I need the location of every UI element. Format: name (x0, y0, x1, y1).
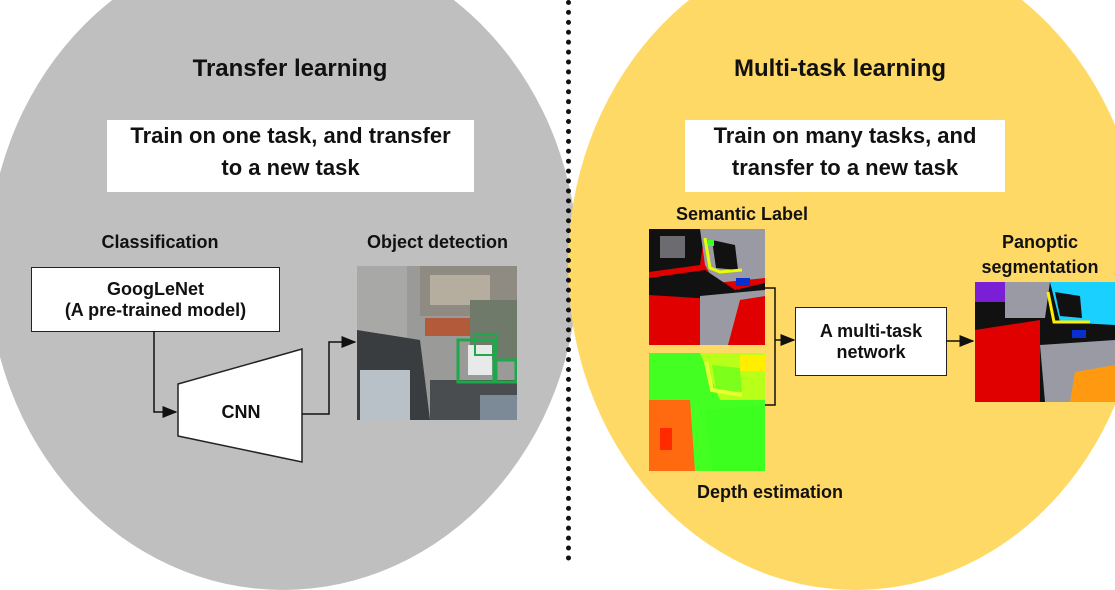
cnn-to-detection-arrow (302, 336, 357, 415)
semantic-label-caption: Semantic Label (675, 204, 809, 224)
object-detection-image (357, 266, 517, 420)
panoptic-segmentation-caption: Panoptic segmentation (970, 230, 1110, 280)
transfer-learning-description: Train on one task, and transfer to a new… (107, 120, 474, 192)
depth-estimation-image (649, 353, 765, 471)
transfer-description-line2: to a new task (221, 155, 360, 180)
diagram-graphics: CNN (153, 229, 1115, 471)
classification-label: Classification (101, 232, 219, 252)
network-line2: network (836, 341, 906, 362)
cnn-label: CNN (222, 402, 261, 422)
googlenet-box: GoogLeNet (A pre-trained model) (31, 267, 280, 332)
transfer-description-line1: Train on one task, and transfer (130, 123, 451, 148)
depth-to-network-arrow (765, 340, 776, 406)
googlenet-to-cnn-arrow (153, 331, 178, 418)
multi-task-learning-title: Multi-task learning (733, 55, 947, 82)
dotted-divider (566, 0, 571, 561)
panoptic-segmentation-image (975, 282, 1115, 402)
object-detection-label: Object detection (366, 232, 509, 252)
transfer-learning-title: Transfer learning (192, 55, 388, 82)
pretrained-model-label: (A pre-trained model) (64, 299, 247, 320)
cnn-trapezoid (177, 348, 303, 463)
semantic-label-image (649, 229, 765, 345)
multi-task-learning-description: Train on many tasks, and transfer to a n… (685, 120, 1005, 192)
panoptic-line2: segmentation (981, 257, 1099, 277)
semantic-to-network-arrow (765, 287, 776, 340)
multi-task-description-line1: Train on many tasks, and (713, 123, 977, 148)
network-line1: A multi-task (819, 320, 923, 341)
googlenet-label: GoogLeNet (107, 278, 204, 299)
multi-task-description-line2: transfer to a new task (731, 155, 959, 180)
panoptic-line1: Panoptic (1001, 232, 1078, 252)
multi-task-network-box: A multi-task network (795, 307, 947, 376)
depth-estimation-caption: Depth estimation (696, 482, 843, 502)
